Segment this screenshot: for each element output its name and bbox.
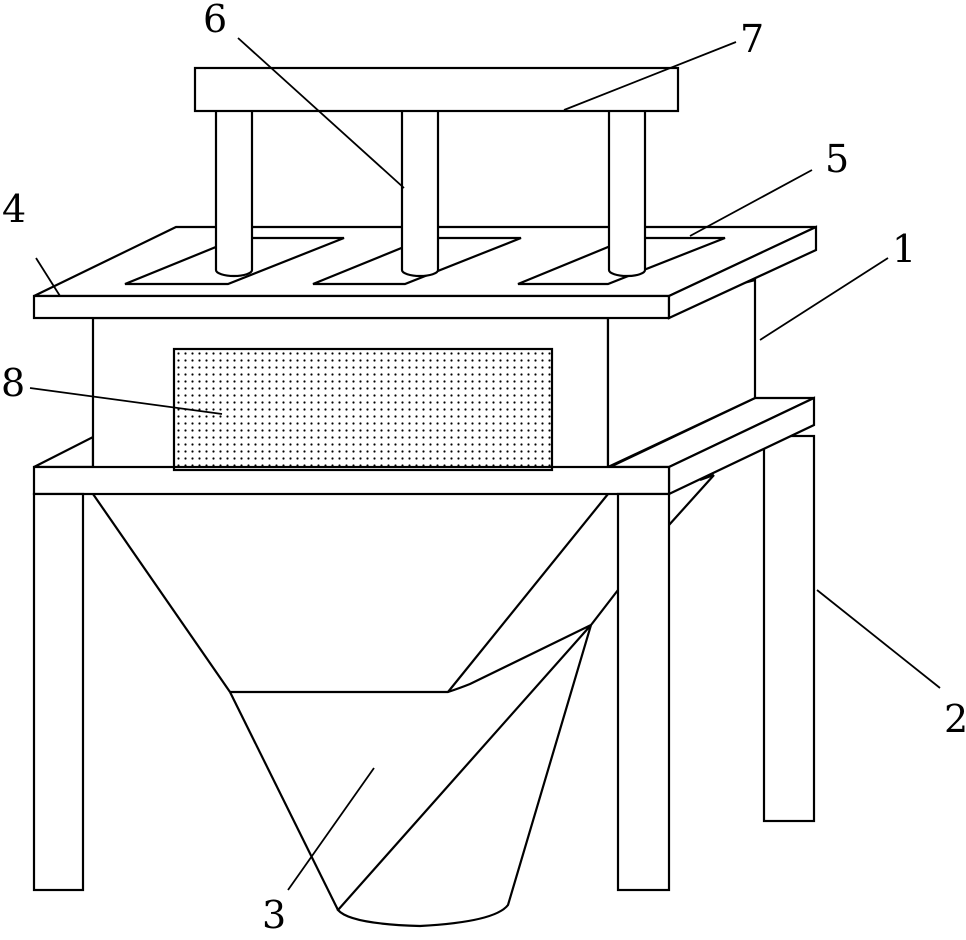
leader-8 <box>29 387 223 415</box>
label-1: 1 <box>892 227 916 271</box>
label-3: 3 <box>262 893 286 935</box>
leader-lines <box>29 37 941 891</box>
support-cylinders <box>214 96 647 278</box>
hopper-funnel <box>92 493 609 693</box>
leader-3 <box>287 767 375 891</box>
leader-6 <box>237 37 405 189</box>
label-5: 5 <box>825 137 849 181</box>
label-2: 2 <box>944 697 966 741</box>
right-back-leg <box>762 434 816 823</box>
screen-openings <box>124 236 726 286</box>
label-8: 8 <box>1 361 25 405</box>
top-beam <box>193 66 680 113</box>
leader-4 <box>35 257 61 297</box>
front-right-leg <box>616 492 671 892</box>
label-4: 4 <box>2 187 26 231</box>
leader-5 <box>689 169 813 237</box>
label-7: 7 <box>740 17 764 61</box>
leader-7 <box>563 41 737 111</box>
leader-2 <box>816 589 941 689</box>
collection-bag <box>230 589 619 928</box>
front-left-leg <box>32 492 85 892</box>
label-6: 6 <box>203 0 227 41</box>
left-side-rail <box>33 435 95 469</box>
leader-1 <box>759 257 889 341</box>
dotted-panel <box>172 347 554 472</box>
